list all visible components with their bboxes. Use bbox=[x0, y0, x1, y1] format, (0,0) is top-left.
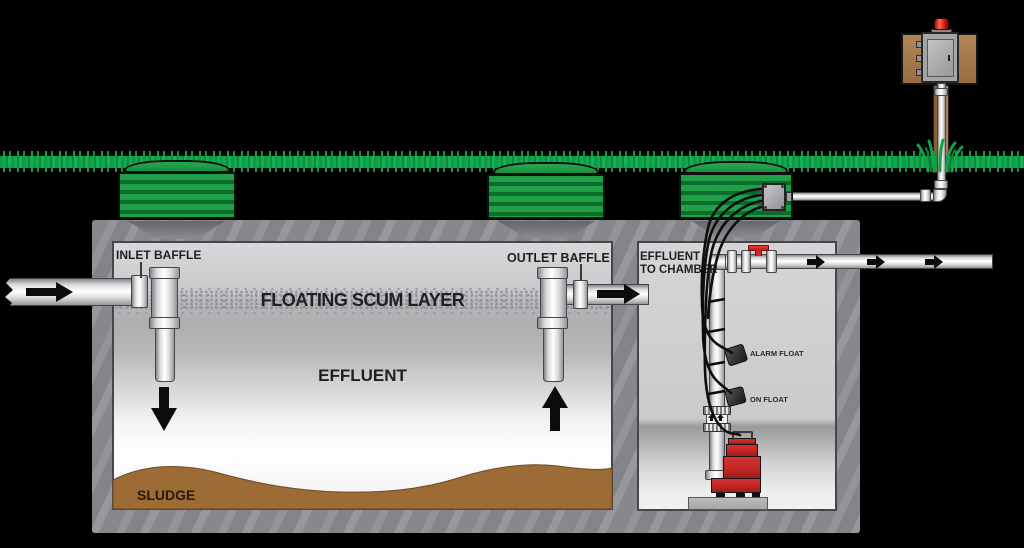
junction-box-screw bbox=[781, 206, 784, 209]
conduit-elbow bbox=[933, 189, 947, 202]
inlet-down-arrow-icon bbox=[151, 387, 177, 431]
conduit-coupling bbox=[934, 180, 948, 189]
riser-body bbox=[487, 174, 605, 219]
discharge-pipe bbox=[725, 254, 993, 269]
discharge-flow-arrow-icon bbox=[807, 255, 825, 269]
riser-body bbox=[118, 172, 236, 219]
pump-foot bbox=[736, 491, 745, 497]
alarm-float-label: ALARM FLOAT bbox=[750, 349, 804, 358]
grass-tufts bbox=[916, 138, 964, 173]
outlet-flow-arrow-icon bbox=[597, 284, 640, 304]
inlet-pipe bbox=[0, 278, 148, 306]
pump-pedestal-block bbox=[688, 497, 768, 510]
alarm-light-icon bbox=[934, 18, 949, 30]
cable-ties bbox=[707, 297, 726, 396]
scum-fringe bbox=[114, 309, 611, 315]
discharge-coupling bbox=[766, 250, 777, 273]
effluent-to-chamber-line1: EFFLUENT bbox=[640, 251, 701, 263]
discharge-coupling bbox=[741, 250, 751, 273]
check-valve-stem bbox=[755, 250, 762, 256]
pump-cables bbox=[700, 187, 763, 437]
discharge-flow-arrow-icon bbox=[925, 255, 943, 269]
conduit-coupling bbox=[920, 189, 931, 202]
inlet-pipe-break bbox=[0, 276, 13, 309]
floating-scum-layer-label: FLOATING SCUM LAYER bbox=[260, 290, 465, 310]
grass-tufts-dark bbox=[924, 146, 957, 173]
junction-box-nub bbox=[786, 192, 792, 202]
pump-foot bbox=[752, 491, 760, 497]
effluent-to-chamber-label: EFFLUENT TO CHAMBER bbox=[640, 251, 718, 277]
grass-fringe-top bbox=[0, 151, 1024, 157]
sludge-layer bbox=[112, 464, 613, 510]
on-float-cable bbox=[701, 193, 763, 395]
junction-box-screw bbox=[764, 206, 767, 209]
on-float-label: ON FLOAT bbox=[750, 395, 788, 404]
access-funnel bbox=[498, 221, 595, 239]
inlet-baffle-label: INLET BAFFLE bbox=[116, 248, 202, 262]
alarm-float-cable bbox=[700, 187, 763, 355]
conduit-coupling bbox=[934, 88, 948, 96]
inlet-coupling bbox=[131, 275, 148, 308]
junction-box-screw bbox=[781, 185, 784, 188]
pump-cap bbox=[728, 438, 756, 445]
pump-power-cable bbox=[703, 199, 763, 437]
discharge-coupling bbox=[727, 250, 737, 273]
inlet-flow-arrow-icon bbox=[26, 282, 73, 302]
junction-box-screw bbox=[764, 185, 767, 188]
sludge-label: SLUDGE bbox=[137, 487, 196, 503]
outlet-baffle-label: OUTLET BAFFLE bbox=[507, 251, 610, 265]
spare-cable bbox=[706, 205, 763, 320]
effluent-label: EFFLUENT bbox=[318, 366, 407, 385]
effluent-to-chamber-line2: TO CHAMBER bbox=[640, 264, 718, 276]
pump-handle bbox=[732, 431, 753, 440]
union-up-arrow-icon bbox=[708, 414, 715, 421]
scum-fringe bbox=[114, 285, 611, 291]
inlet-baffle-pipe bbox=[155, 328, 175, 382]
access-funnel bbox=[128, 221, 225, 239]
pump-foot bbox=[716, 491, 725, 497]
floating-scum-layer bbox=[114, 290, 611, 310]
discharge-flow-arrow-icon bbox=[867, 255, 885, 269]
outlet-baffle-pipe bbox=[543, 328, 564, 382]
door-handle bbox=[948, 55, 950, 61]
inlet-baffle-pointer bbox=[140, 262, 142, 278]
outlet-up-arrow-icon bbox=[542, 386, 568, 431]
outlet-baffle-pointer bbox=[580, 264, 582, 281]
union-up-arrow-icon bbox=[717, 414, 724, 421]
